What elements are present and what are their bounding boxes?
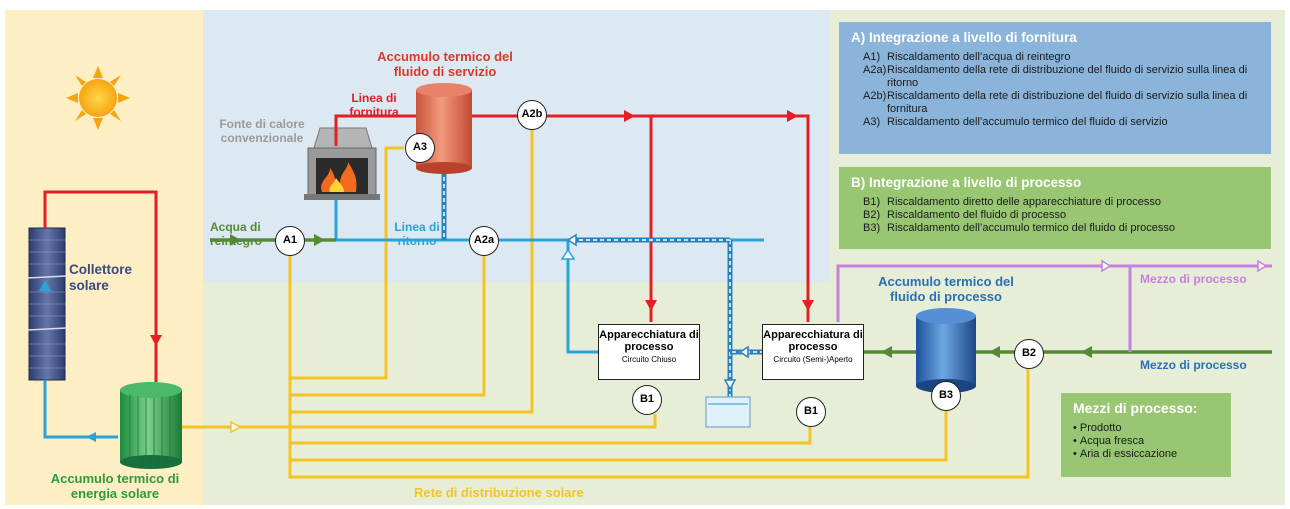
process-fluid-storage-tank	[916, 308, 976, 393]
panel-mezzi-item: • Prodotto	[1073, 422, 1122, 434]
panel-a-item: A2b)Riscaldamento della rete di distribu…	[863, 90, 1248, 115]
supply-line-label: Linea di fornitura	[349, 91, 399, 119]
heat-source-label: Fonte di calore convenzionale	[219, 117, 305, 145]
equipment-subtitle: Circuito Chiuso	[621, 355, 677, 364]
solar-collector-icon	[27, 227, 67, 381]
panel-supply-integration: A) Integrazione a livello di fornitura A…	[839, 22, 1271, 154]
panel-mezzi-item: • Aria di essiccazione	[1073, 448, 1178, 460]
node-a3: A3	[405, 133, 435, 163]
panel-b-item: B3)Riscaldamento dell’accumulo termico d…	[863, 222, 1175, 234]
panel-a-item: A2a)Riscaldamento della rete di distribu…	[863, 64, 1248, 89]
supply-line	[43, 114, 810, 382]
node-b2: B2	[1014, 339, 1044, 369]
service-storage-label: Accumulo termico del fluido di servizio	[377, 49, 513, 79]
panel-mezzi-title: Mezzi di processo:	[1073, 400, 1198, 416]
panel-b-item: B2)Riscaldamento del fluido di processo	[863, 209, 1067, 221]
return-line-label: Linea di ritorno	[394, 220, 440, 248]
makeup-water-label: Acqua di reintegro	[210, 220, 263, 248]
sun-icon	[66, 66, 130, 130]
flow-arrows	[39, 110, 1268, 442]
panel-process-integration: B) Integrazione a livello di processo B1…	[839, 167, 1271, 249]
supply-zone-bg	[203, 10, 830, 282]
node-b1-open: B1	[796, 397, 826, 427]
panel-b-item: B1)Riscaldamento diretto delle apparecch…	[863, 196, 1161, 208]
return-line-dashed	[441, 170, 764, 397]
process-medium-top-label: Mezzo di processo	[1140, 272, 1247, 286]
node-a1: A1	[275, 226, 305, 256]
collector-label: Collettore solare	[69, 262, 133, 293]
solar-distribution-pipes	[178, 120, 1030, 479]
node-b3: B3	[931, 381, 961, 411]
equipment-title: Apparecchiatura di processo	[763, 329, 863, 353]
panel-a-item: A1)Riscaldamento dell’acqua di reintegro	[863, 51, 1071, 63]
equipment-title: Apparecchiatura di processo	[599, 329, 699, 353]
equipment-subtitle: Circuito (Semi-)Aperto	[773, 355, 853, 364]
process-medium-top-line	[836, 264, 1272, 352]
panel-b-title: B) Integrazione a livello di processo	[851, 175, 1082, 190]
node-a2a: A2a	[469, 226, 499, 256]
solar-storage-label: Accumulo termico di energia solare	[50, 471, 180, 501]
process-storage-label: Accumulo termico del fluido di processo	[878, 274, 1014, 304]
node-a2b: A2b	[517, 100, 547, 130]
process-equipment-closed: Apparecchiatura di processo Circuito Chi…	[598, 324, 700, 380]
node-b1-closed: B1	[632, 385, 662, 415]
fireplace-icon	[304, 127, 380, 200]
solar-network-label: Rete di distribuzione solare	[414, 485, 584, 500]
panel-mezzi-item: • Acqua fresca	[1073, 435, 1145, 447]
panel-process-media: Mezzi di processo: • Prodotto • Acqua fr…	[1061, 393, 1231, 477]
process-equipment-open: Apparecchiatura di processo Circuito (Se…	[762, 324, 864, 380]
solar-energy-storage-tank	[120, 382, 182, 469]
panel-a-title: A) Integrazione a livello di fornitura	[851, 30, 1077, 45]
panel-a-item: A3)Riscaldamento dell’accumulo termico d…	[863, 116, 1168, 128]
process-medium-bottom-label: Mezzo di processo	[1140, 358, 1247, 372]
open-basin-icon	[705, 396, 751, 428]
